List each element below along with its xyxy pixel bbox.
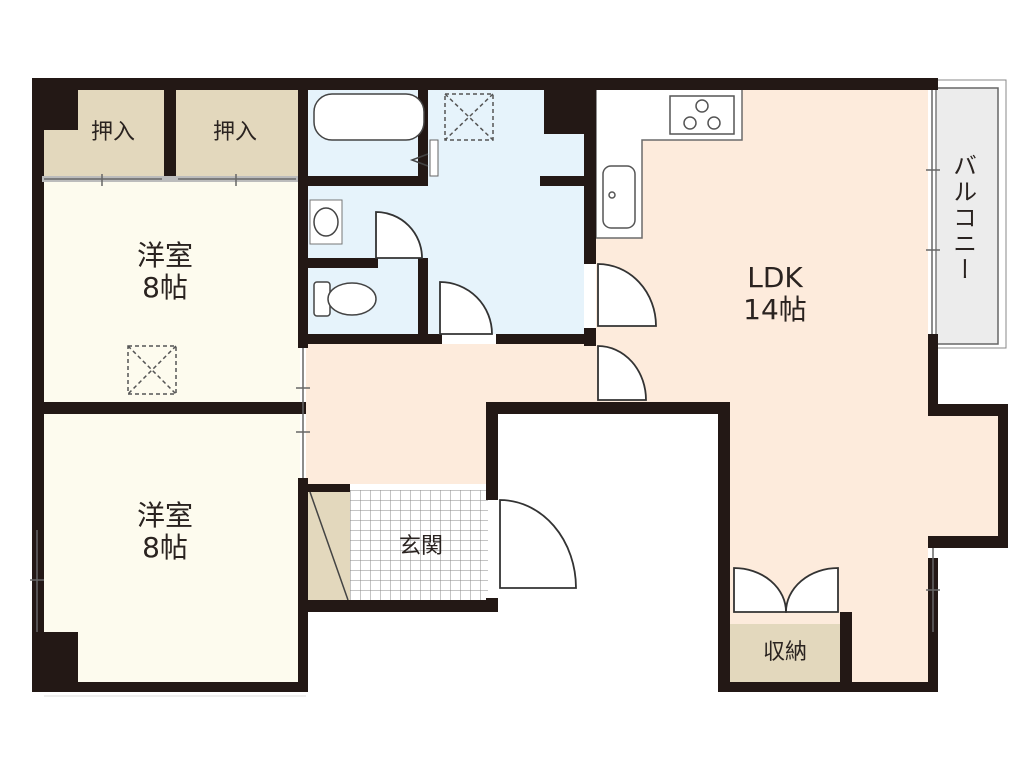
bathtub-icon xyxy=(313,93,425,141)
closet-2-floor xyxy=(176,88,298,178)
balcony-label: バルコニー xyxy=(948,153,977,283)
storage-floor xyxy=(730,624,840,682)
walls xyxy=(32,78,1008,692)
closet-1-label: 押入 xyxy=(90,120,135,145)
western-room-2-size: 8帖 xyxy=(142,531,188,565)
western-room-1-name: 洋室 xyxy=(136,239,193,272)
ldk-size: 14帖 xyxy=(743,293,807,327)
doors xyxy=(375,211,839,613)
western-room-1-label: 洋室 8帖 xyxy=(100,239,230,305)
ldk-name: LDK xyxy=(747,261,803,294)
entrance-floor xyxy=(350,490,488,602)
toilet-icon xyxy=(313,281,377,317)
western-room-1-floor xyxy=(42,182,300,404)
storage-label: 収納 xyxy=(762,640,807,665)
entrance-label: 玄関 xyxy=(398,534,443,559)
balcony-floor xyxy=(935,87,999,345)
ldk-label: LDK 14帖 xyxy=(710,261,840,327)
western-room-2-label: 洋室 8帖 xyxy=(100,499,230,565)
western-room-2-name: 洋室 xyxy=(136,499,193,532)
stove-icon xyxy=(669,95,735,135)
western-room-1-size: 8帖 xyxy=(142,271,188,305)
closet-2-label: 押入 xyxy=(212,120,257,145)
kitchen-sink-icon xyxy=(602,165,636,229)
western-room-2-floor xyxy=(42,412,300,684)
ceiling-hatch-icon xyxy=(127,93,494,395)
ldk-floor xyxy=(306,88,1000,684)
